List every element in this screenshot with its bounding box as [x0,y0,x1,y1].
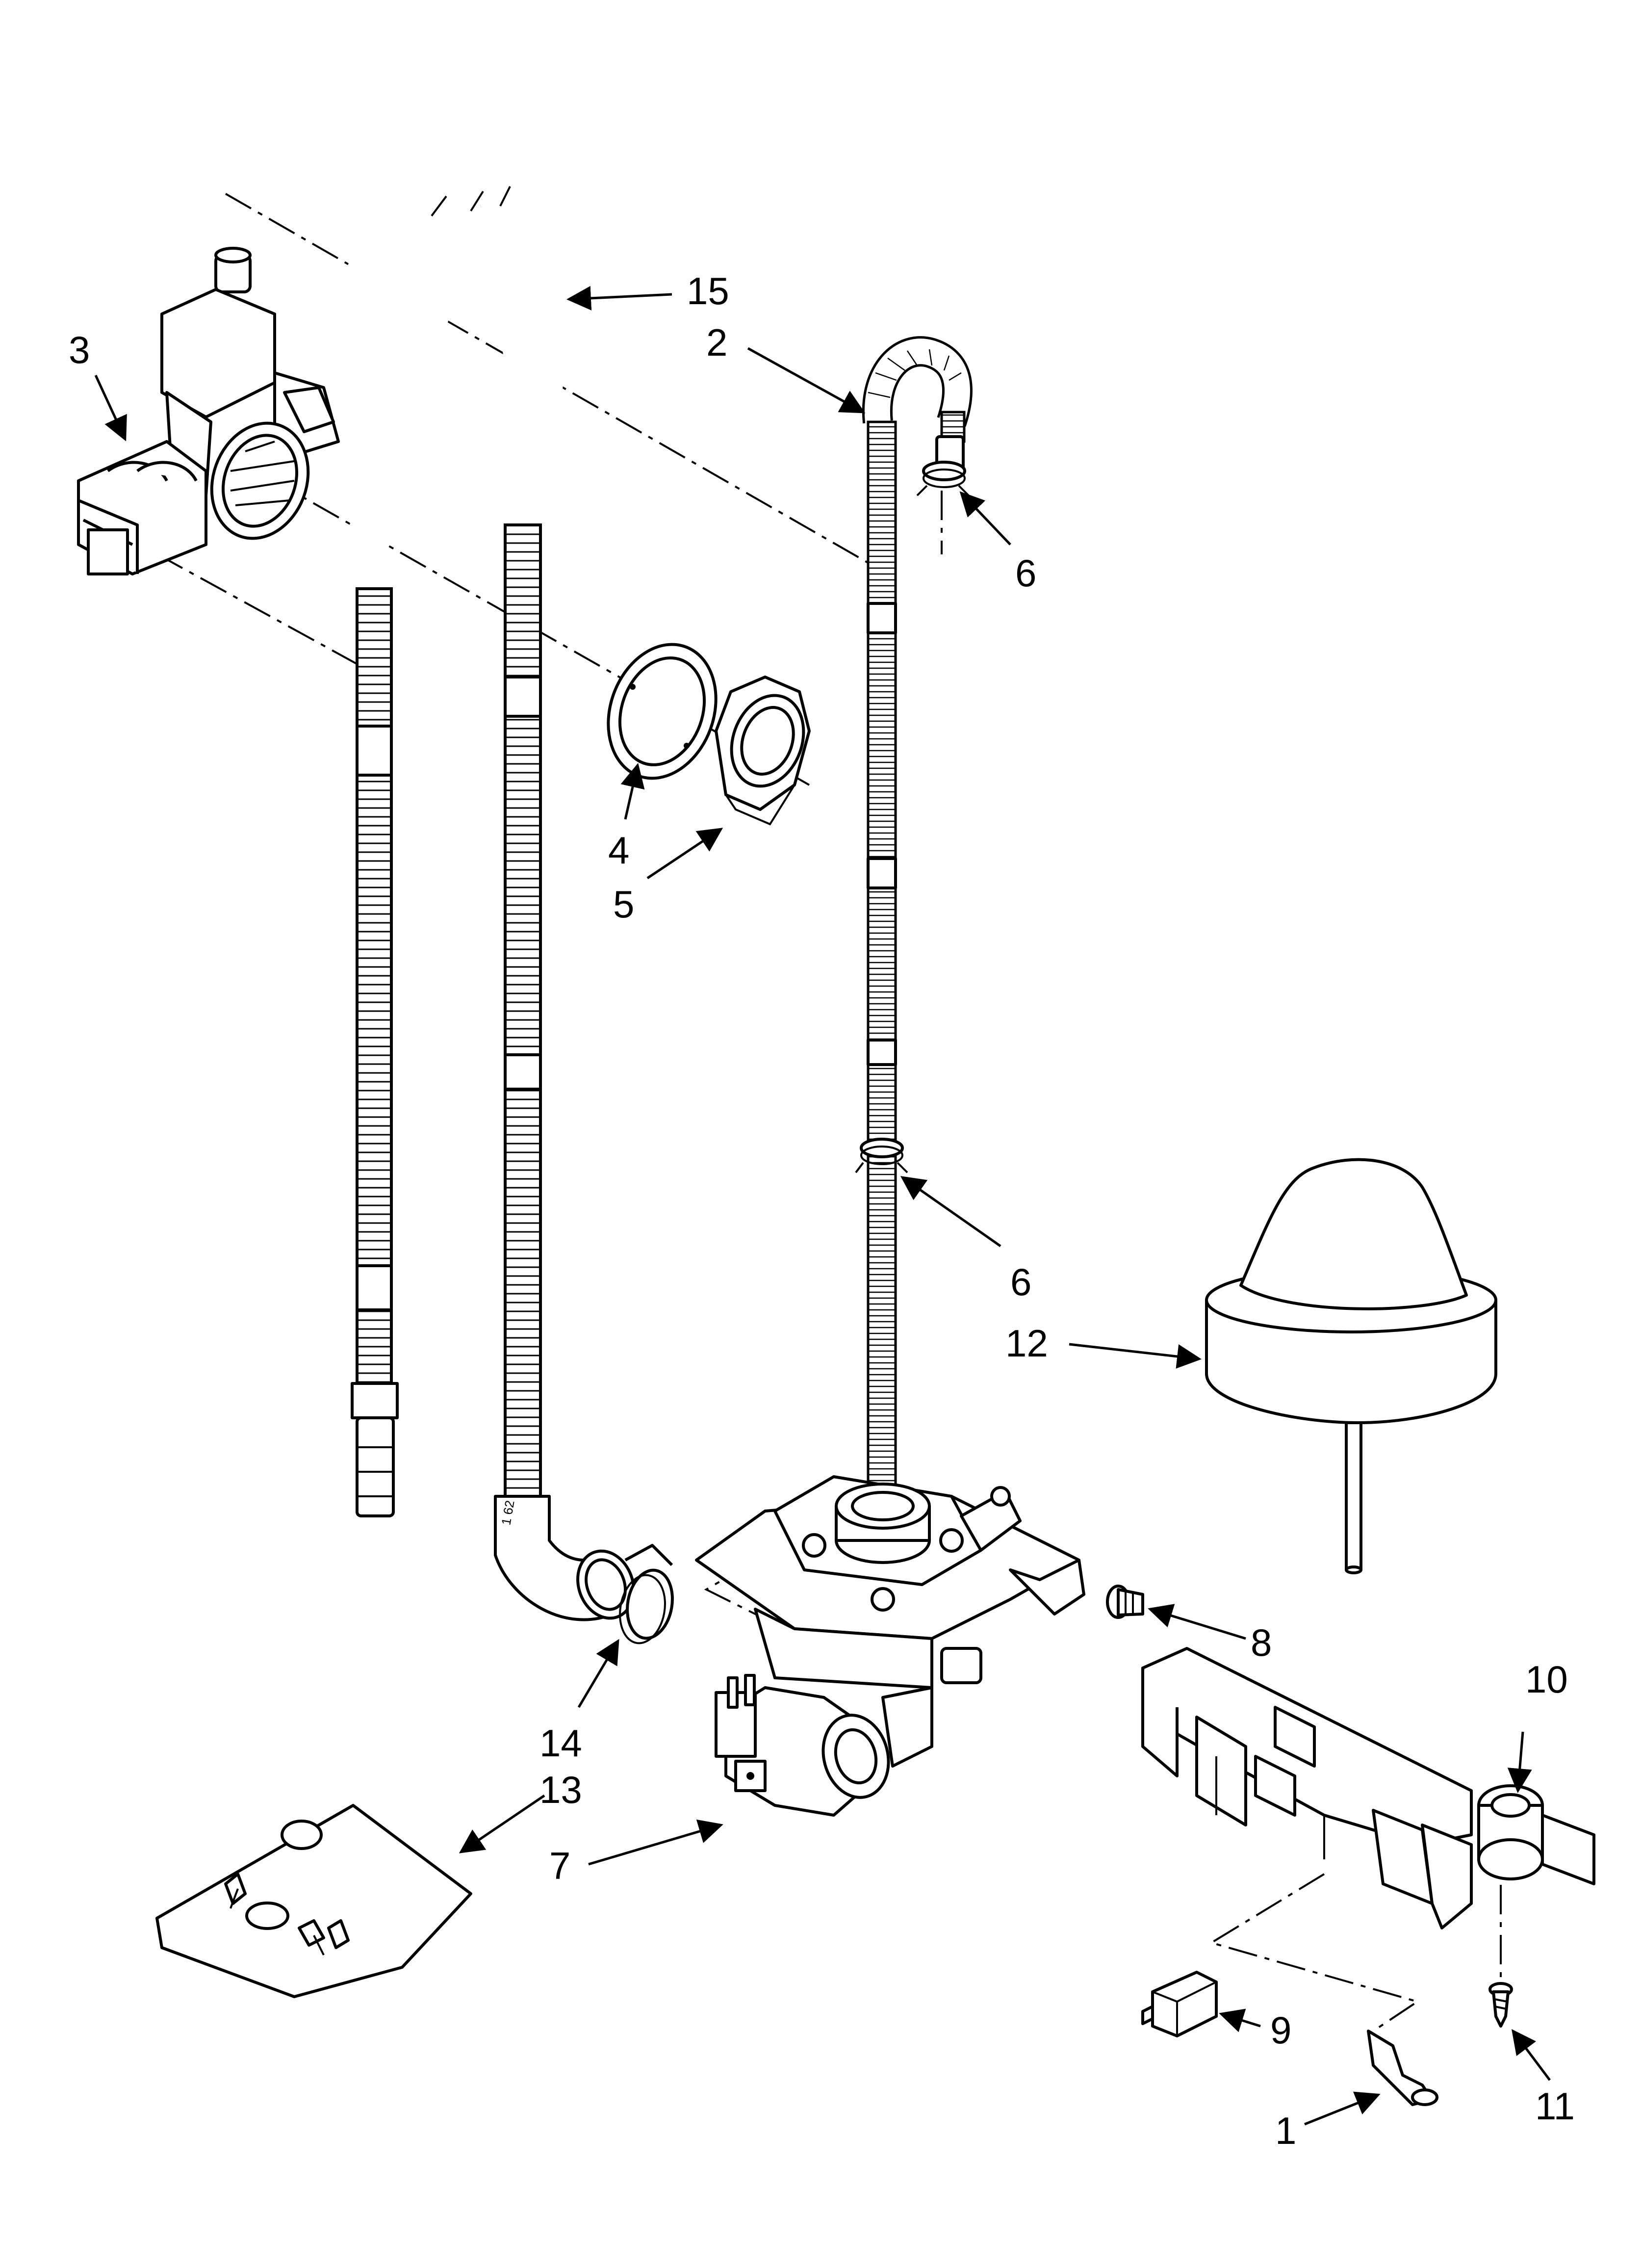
part-9-switch [1141,1971,1218,2037]
part-13-hardware-bag [155,1804,472,1998]
callout-labels: 15 2 3 6 4 5 6 12 8 10 14 13 7 9 1 11 [69,269,1575,2152]
part-10-bracket [1141,1647,1595,1929]
callout-12: 12 [1005,1322,1048,1365]
callout-4: 4 [608,829,629,872]
part-8-screw [1106,1585,1144,1619]
part-6-clamp-upper [916,461,970,496]
callout-6-upper: 6 [1015,551,1036,595]
callout-6-lower: 6 [1010,1260,1031,1303]
part-15-drain-hose: 1 62 [334,182,635,1621]
part-3-bracket [77,247,340,575]
callout-11: 11 [1535,2085,1575,2128]
part-7-inlet-valve [695,1475,1085,1817]
part-14-clamp [619,1544,674,1644]
callout-5: 5 [613,883,634,926]
part-4-gasket [607,643,718,780]
callout-3: 3 [69,328,90,371]
leader-lines [94,286,1551,2126]
callout-14: 14 [539,1721,582,1765]
callout-15: 15 [687,269,729,313]
callout-9: 9 [1270,2008,1291,2052]
part-6-clamp-lower [855,1138,908,1173]
callout-1: 1 [1275,2109,1296,2152]
part-11-screw [1488,1982,1513,2028]
part-12-float [1205,1158,1497,1574]
callout-10: 10 [1525,1658,1568,1701]
callout-7: 7 [549,1844,570,1887]
callout-13: 13 [539,1768,582,1811]
part-5-nut [715,676,811,826]
part-2-inlet-hose [862,336,973,1620]
part-1-lever [1367,2030,1438,2106]
callout-2: 2 [706,321,727,364]
callout-8: 8 [1251,1621,1272,1664]
